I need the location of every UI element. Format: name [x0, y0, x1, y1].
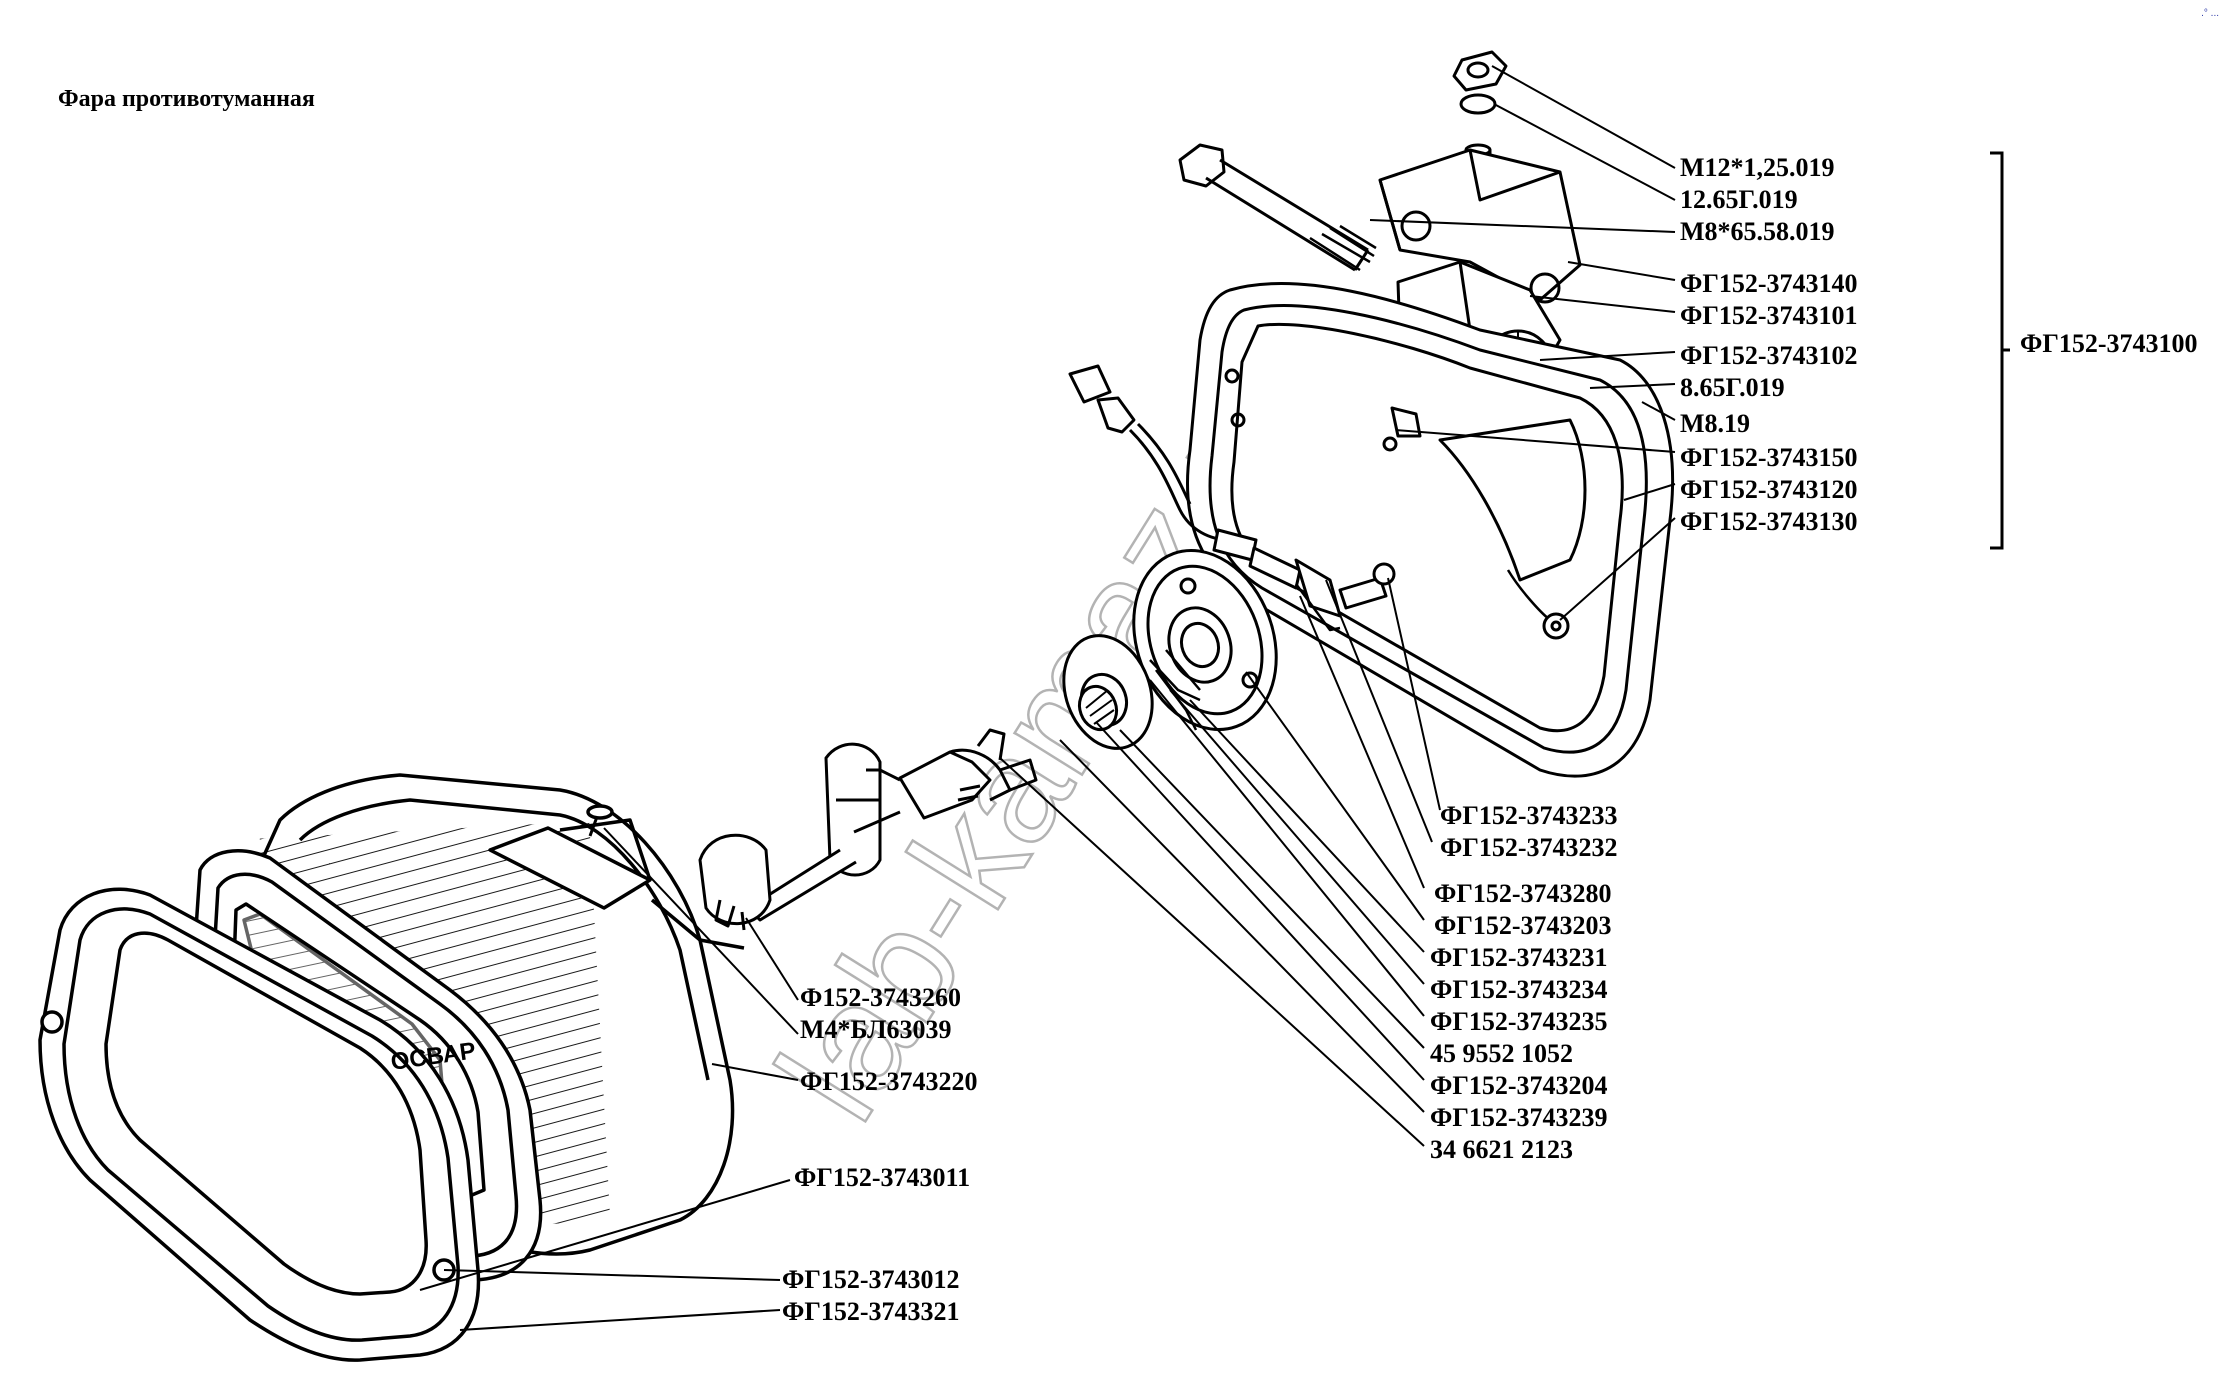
bulb-assembly — [698, 548, 1278, 931]
rear-housing — [1186, 282, 1674, 778]
part-label-102: ФГ152-3743102 — [1680, 341, 1858, 370]
part-label-239: ФГ152-3743239 — [1430, 1103, 1608, 1132]
lamp-connector — [746, 742, 901, 922]
part-label-231: ФГ152-3743231 — [1430, 943, 1608, 972]
part-label-235: ФГ152-3743235 — [1430, 1007, 1608, 1036]
part-label-232: ФГ152-3743232 — [1440, 833, 1618, 862]
part-label-233: ФГ152-3743233 — [1440, 801, 1618, 830]
part-label-204: ФГ152-3743204 — [1430, 1071, 1608, 1100]
part-label-m4: M4*БЛ63039 — [800, 1015, 952, 1044]
group-label: ФГ152-3743100 — [2020, 329, 2198, 358]
part-label-321: ФГ152-3743321 — [782, 1297, 960, 1326]
part-label-101: ФГ152-3743101 — [1680, 301, 1858, 330]
corner-mark: .° ... — [2201, 8, 2219, 19]
part-label-260: Ф152-3743260 — [800, 983, 961, 1012]
wire-harness — [1068, 364, 1396, 632]
leader-lines — [419, 65, 1676, 1331]
part-label-346621: 34 6621 2123 — [1430, 1135, 1573, 1164]
part-label-m8-65: M8*65.58.019 — [1680, 217, 1835, 246]
washer-12 — [1459, 93, 1497, 115]
part-label-140: ФГ152-3743140 — [1680, 269, 1858, 298]
part-label-459552: 45 9552 1052 — [1430, 1039, 1573, 1068]
part-label-234: ФГ152-3743234 — [1430, 975, 1608, 1004]
part-label-m12: M12*1,25.019 — [1680, 153, 1835, 182]
bezel-screw-left — [40, 1010, 64, 1034]
lamp-bulb — [898, 728, 1038, 820]
page-title: Фара противотуманная — [58, 86, 315, 112]
part-label-203: ФГ152-3743203 — [1434, 911, 1612, 940]
part-label-011: ФГ152-3743011 — [794, 1163, 971, 1192]
part-label-150: ФГ152-3743150 — [1680, 443, 1858, 472]
part-label-012: ФГ152-3743012 — [782, 1265, 960, 1294]
part-label-w8: 8.65Г.019 — [1680, 373, 1785, 402]
part-label-130: ФГ152-3743130 — [1680, 507, 1858, 536]
part-label-220: ФГ152-3743220 — [800, 1067, 978, 1096]
part-label-280: ФГ152-3743280 — [1434, 879, 1612, 908]
group-bracket — [1990, 151, 2010, 550]
bolt-m8x65 — [1178, 143, 1377, 272]
part-label-w12: 12.65Г.019 — [1680, 185, 1798, 214]
reflector-opening — [1438, 418, 1587, 582]
nut-m12 — [1452, 50, 1508, 92]
part-label-120: ФГ152-3743120 — [1680, 475, 1858, 504]
part-label-m8: M8.19 — [1680, 409, 1751, 438]
lamp-socket — [698, 833, 772, 931]
